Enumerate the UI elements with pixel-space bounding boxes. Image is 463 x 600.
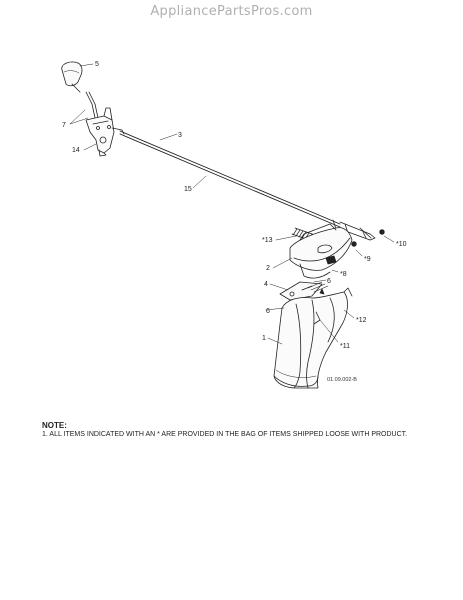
callout-8-upper: *8 [340, 271, 347, 278]
callout-12: *12 [356, 317, 367, 324]
callout-11: *11 [340, 343, 350, 350]
callout-15: 15 [184, 186, 192, 193]
callout-14: 14 [72, 147, 80, 154]
bolt-plate-part-4 [279, 281, 329, 301]
note-text: 1. ALL ITEMS INDICATED WITH AN * ARE PRO… [42, 431, 408, 438]
callout-6-lower: 6 [266, 308, 270, 315]
callout-1: 1 [262, 335, 266, 342]
drawing-code: 01.09.002-B [327, 377, 357, 383]
note-title: NOTE: [42, 421, 67, 430]
callout-5: 5 [95, 61, 99, 68]
callout-3: 3 [178, 132, 182, 139]
bracket-part-14 [85, 107, 125, 157]
deflector-part-2 [289, 223, 353, 279]
callout-10: *10 [396, 241, 407, 248]
callout-4: 4 [264, 281, 268, 288]
callout-13: *13 [262, 237, 273, 244]
callout-9: *9 [364, 256, 371, 263]
long-rod-part-15 [119, 130, 376, 241]
callout-2: 2 [266, 265, 270, 272]
knob-part-5 [61, 61, 83, 93]
control-rod-upper [85, 91, 99, 119]
chute-part-1 [273, 287, 353, 389]
watermark: AppliancePartsPros.com [150, 4, 313, 19]
callout-6-upper: 6 [327, 278, 331, 285]
leader-lines [69, 63, 395, 345]
hardware-bolts [319, 229, 385, 310]
callout-7: 7 [62, 122, 66, 129]
